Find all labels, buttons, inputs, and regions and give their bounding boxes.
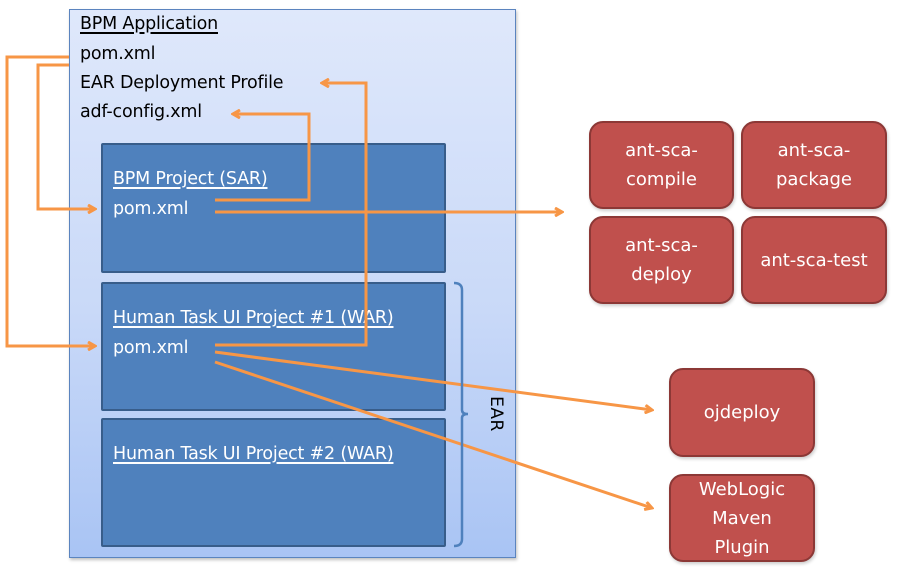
adf-config-file: adf-config.xml [80,102,202,122]
target-ant-sca-deploy: ant-sca-deploy [589,216,734,304]
app-title: BPM Application [80,14,218,34]
connector-war1-pom-to-ojdeploy [214,350,652,410]
connector-war1-pom-to-weblogic-plugin [214,360,652,508]
human-task-project-2: Human Task UI Project #2 (WAR) [101,418,446,547]
target-label: Maven [712,507,772,529]
human-task-project-2-title: Human Task UI Project #2 (WAR) [113,444,394,464]
human-task-project-1-title: Human Task UI Project #1 (WAR) [113,308,394,328]
bpm-project-title: BPM Project (SAR) [113,169,268,189]
target-label: deploy [631,264,692,285]
human-task-project-1-pom: pom.xml [113,338,189,358]
target-label: ant-sca- [777,140,851,161]
ear-bracket [453,281,469,548]
target-ojdeploy: ojdeploy [669,368,815,457]
connector-sar-pom-to-adf-config [215,114,311,202]
target-ant-sca-compile: ant-sca-compile [589,121,734,209]
target-label: WebLogic [698,478,786,500]
target-label: ant-sca-test [760,249,868,271]
connector-war1-pom-to-ear-profile [215,83,368,347]
target-label: package [776,169,852,190]
target-label: ojdeploy [703,402,781,423]
connector-app-pom-to-war1-pom [5,55,95,346]
connector-app-pom-to-sar-pom [36,63,95,209]
target-ant-sca-package: ant-sca-package [741,121,887,209]
ear-deployment-profile: EAR Deployment Profile [80,73,284,93]
target-label: compile [626,169,697,190]
app-pom-file: pom.xml [80,44,156,64]
target-ant-sca-test: ant-sca-test [741,216,887,304]
bpm-project-sar: BPM Project (SAR) pom.xml [101,143,446,273]
target-label: ant-sca- [625,235,698,256]
target-label: ant-sca- [625,140,698,161]
target-label: Plugin [714,536,770,558]
bpm-project-pom: pom.xml [113,199,189,219]
